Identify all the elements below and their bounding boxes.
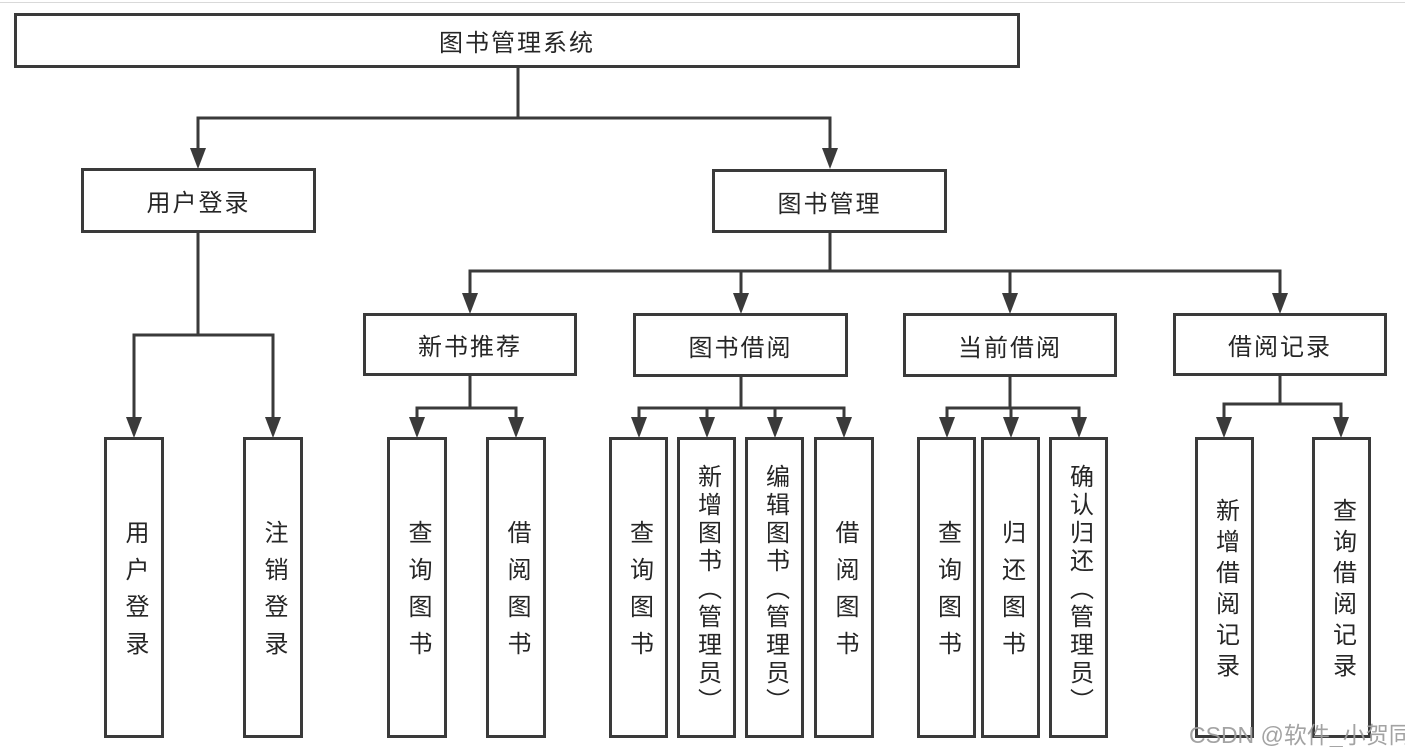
- leaf-borrow-books: 借阅图书: [814, 437, 874, 738]
- node-book-borrowing: 图书借阅: [633, 313, 848, 377]
- leaf-query-borrow-record-label: 查询借阅记录: [1328, 498, 1356, 684]
- arrowhead-icon: [508, 417, 524, 438]
- arrowhead-icon: [409, 417, 425, 438]
- arrowhead-icon: [462, 293, 478, 314]
- leaf-query-books-recommend: 查询图书: [387, 437, 447, 738]
- arrowhead-icon: [190, 148, 206, 169]
- connector-root-to-level2: [196, 65, 832, 154]
- node-library-system: 图书管理系统: [14, 13, 1020, 68]
- leaf-query-books-borrow: 查询图书: [609, 437, 668, 738]
- leaf-query-borrow-record: 查询借阅记录: [1312, 437, 1371, 738]
- leaf-borrow-books-recommend: 借阅图书: [486, 437, 546, 738]
- leaf-confirm-return-admin-label: 确认归还（管理员）: [1065, 463, 1093, 716]
- leaf-confirm-return-admin: 确认归还（管理员）: [1049, 437, 1108, 738]
- leaf-edit-books-admin-label: 编辑图书（管理员）: [761, 463, 789, 716]
- node-user-login: 用户登录: [81, 168, 316, 233]
- leaf-logout-label: 注销登录: [260, 520, 287, 668]
- leaf-add-borrow-record: 新增借阅记录: [1195, 437, 1254, 738]
- connector-borrowrecords-to-leaves: [1222, 374, 1343, 423]
- arrowhead-icon: [265, 417, 281, 438]
- node-book-management-label: 图书管理: [777, 190, 882, 218]
- arrowhead-icon: [699, 417, 715, 438]
- leaf-add-books-admin: 新增图书（管理员）: [677, 437, 736, 738]
- connector-newbookrec-to-leaves: [415, 374, 518, 423]
- node-borrowing-records: 借阅记录: [1173, 313, 1387, 376]
- connector-currentborrow-to-leaves: [945, 374, 1081, 423]
- node-book-management: 图书管理: [712, 169, 947, 233]
- leaf-logout: 注销登录: [243, 437, 303, 738]
- connector-bookborrow-to-leaves: [637, 374, 846, 423]
- node-new-book-recommend-label: 新书推荐: [418, 334, 522, 361]
- arrowhead-icon: [939, 417, 955, 438]
- leaf-add-borrow-record-label: 新增借阅记录: [1211, 498, 1239, 684]
- leaf-add-books-admin-label: 新增图书（管理员）: [693, 463, 721, 716]
- connector-bookmgmt-to-level3: [468, 231, 1282, 299]
- arrowhead-icon: [1003, 417, 1019, 438]
- leaf-return-books: 归还图书: [981, 437, 1040, 738]
- node-book-borrowing-label: 图书借阅: [688, 334, 793, 362]
- arrowhead-icon: [836, 417, 852, 438]
- arrowhead-icon: [631, 417, 647, 438]
- arrowhead-icon: [1333, 417, 1349, 438]
- arrowhead-icon: [767, 417, 783, 438]
- leaf-return-books-label: 归还图书: [997, 520, 1025, 668]
- arrowhead-icon: [126, 417, 142, 438]
- arrowhead-icon: [1002, 293, 1018, 314]
- leaf-query-books-recommend-label: 查询图书: [404, 520, 431, 668]
- node-current-borrowing: 当前借阅: [903, 313, 1117, 377]
- arrowhead-icon: [1071, 417, 1087, 438]
- leaf-borrow-books-label: 借阅图书: [831, 520, 858, 668]
- connector-lines: [132, 65, 1343, 423]
- connector-arrowheads: [126, 148, 1349, 438]
- leaf-query-books-borrow-label: 查询图书: [625, 520, 653, 668]
- arrowhead-icon: [1272, 293, 1288, 314]
- leaf-borrow-books-recommend-label: 借阅图书: [503, 520, 530, 668]
- node-current-borrowing-label: 当前借阅: [958, 334, 1062, 362]
- leaf-edit-books-admin: 编辑图书（管理员）: [745, 437, 804, 738]
- arrowhead-icon: [733, 293, 749, 314]
- node-library-system-label: 图书管理系统: [439, 30, 595, 57]
- node-borrowing-records-label: 借阅记录: [1228, 334, 1332, 361]
- leaf-query-books-current-label: 查询图书: [933, 520, 961, 668]
- node-user-login-label: 用户登录: [146, 190, 251, 217]
- leaf-user-login: 用户登录: [104, 437, 164, 738]
- connector-userlogin-to-leaves: [132, 230, 275, 423]
- page-top-divider: [0, 2, 1405, 3]
- csdn-watermark: CSDN @软件_小贺同学: [1189, 722, 1405, 747]
- leaf-query-books-current: 查询图书: [917, 437, 976, 738]
- arrowhead-icon: [1216, 417, 1232, 438]
- leaf-user-login-label: 用户登录: [121, 520, 148, 668]
- node-new-book-recommend: 新书推荐: [363, 313, 577, 376]
- arrowhead-icon: [822, 148, 838, 169]
